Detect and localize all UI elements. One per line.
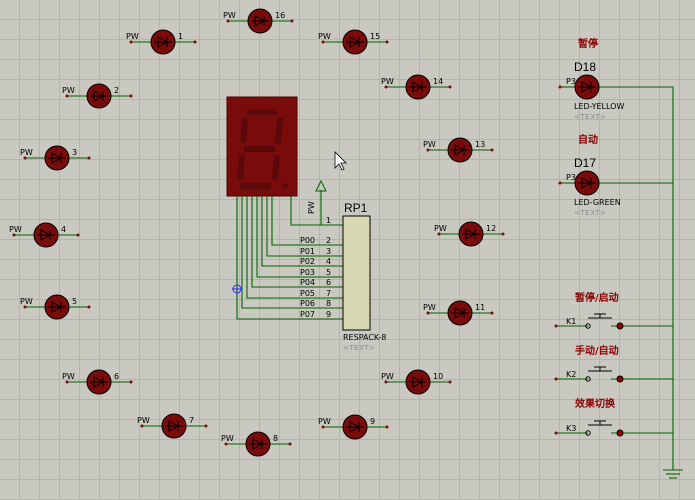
led-number: 1: [178, 32, 183, 41]
led-pw-label: PW: [20, 297, 33, 306]
led-pw-label: PW: [137, 416, 150, 425]
led-number: 13: [475, 140, 485, 149]
led-9[interactable]: PW 9: [318, 414, 389, 440]
net-label: P04: [300, 278, 315, 287]
display-pins: [236, 190, 343, 320]
key-ref: K2: [566, 370, 576, 379]
status-led-title: 暂停: [578, 37, 598, 50]
led-5[interactable]: PW 5: [20, 294, 91, 320]
key-k3[interactable]: 效果切换 K3: [554, 397, 628, 437]
rp1-text: <TEXT>: [343, 344, 375, 352]
rp1-pin-number: 3: [326, 247, 331, 256]
led-12[interactable]: PW 12: [434, 221, 505, 247]
led-13[interactable]: PW 13: [423, 137, 494, 163]
rp1-pin-number: 8: [326, 299, 331, 308]
led-number: 14: [433, 77, 443, 86]
led-11[interactable]: PW 11: [423, 300, 494, 326]
seven-segment-display[interactable]: [226, 96, 298, 197]
led-pw-label: PW: [423, 303, 436, 312]
rp1-pin-number: 5: [326, 268, 331, 277]
led-number: 5: [72, 297, 77, 306]
key-k2[interactable]: 手动/自动 K2: [554, 344, 628, 383]
status-led-pin: P3: [566, 173, 576, 182]
resistor-pack-rp1[interactable]: [342, 215, 371, 331]
led-pw-label: PW: [221, 434, 234, 443]
led-pw-label: PW: [223, 11, 236, 20]
led-pw-label: PW: [423, 140, 436, 149]
rp1-pin-number: 7: [326, 289, 331, 298]
led-number: 9: [370, 417, 375, 426]
led-3[interactable]: PW 3: [20, 145, 91, 171]
rp1-part: RESPACK-8: [343, 333, 386, 342]
led-number: 16: [275, 11, 285, 20]
led-6[interactable]: PW 6: [62, 369, 133, 395]
led-pw-label: PW: [381, 372, 394, 381]
led-pw-label: PW: [20, 148, 33, 157]
led-10[interactable]: PW 10: [381, 369, 452, 395]
led-number: 3: [72, 148, 77, 157]
net-label: P05: [300, 289, 315, 298]
led-4[interactable]: PW 4: [9, 222, 80, 248]
rp1-pin-number: 1: [326, 216, 331, 225]
status-led-text: <TEXT>: [574, 113, 606, 121]
net-label: P07: [300, 310, 315, 319]
led-number: 10: [433, 372, 443, 381]
net-label: P03: [300, 268, 315, 277]
led-number: 8: [273, 434, 278, 443]
led-number: 2: [114, 86, 119, 95]
led-pw-label: PW: [381, 77, 394, 86]
led-pw-label: PW: [62, 372, 75, 381]
led-number: 11: [475, 303, 485, 312]
rp1-pin-number: 9: [326, 310, 331, 319]
key-ref: K3: [566, 424, 576, 433]
net-label: P02: [300, 257, 315, 266]
status-led-text: <TEXT>: [574, 209, 606, 217]
led-number: 4: [61, 225, 66, 234]
led-number: 15: [370, 32, 380, 41]
key-title: 效果切换: [575, 397, 616, 410]
key-ref: K1: [566, 317, 576, 326]
status-led-ref: D18: [574, 60, 596, 74]
rp1-pin-number: 2: [326, 236, 331, 245]
rp1-ref: RP1: [344, 201, 368, 215]
led-pw-label: PW: [318, 417, 331, 426]
led-14[interactable]: PW 14: [381, 74, 452, 100]
right-bus: [598, 86, 683, 479]
led-2[interactable]: PW 2: [62, 83, 133, 109]
status-led-part: LED-GREEN: [574, 198, 621, 207]
status-led-title: 自动: [578, 133, 598, 146]
net-label: P00: [300, 236, 315, 245]
key-title: 暂停/启动: [575, 291, 619, 304]
mouse-cursor-icon: [334, 151, 347, 171]
led-pw-label: PW: [318, 32, 331, 41]
led-1[interactable]: PW 1: [126, 29, 197, 55]
net-label: P01: [300, 247, 315, 256]
led-16[interactable]: PW 16: [223, 8, 294, 34]
led-pw-label: PW: [62, 86, 75, 95]
led-7[interactable]: PW 7: [137, 413, 208, 439]
led-pw-label: PW: [434, 224, 447, 233]
led-pw-label: PW: [126, 32, 139, 41]
status-led-ref: D17: [574, 156, 596, 170]
led-15[interactable]: PW 15: [318, 29, 389, 55]
key-k1[interactable]: 暂停/启动 K1: [554, 291, 628, 330]
rp1-pin-number: 4: [326, 257, 331, 266]
led-number: 6: [114, 372, 119, 381]
rp1-pin-number: 6: [326, 278, 331, 287]
status-led-part: LED-YELLOW: [574, 102, 624, 111]
power-terminal: PW: [307, 179, 327, 214]
led-number: 12: [486, 224, 496, 233]
led-pw-label: PW: [9, 225, 22, 234]
net-label: P06: [300, 299, 315, 308]
power-label: PW: [307, 201, 316, 214]
key-title: 手动/自动: [575, 344, 619, 357]
led-8[interactable]: PW 8: [221, 431, 292, 457]
led-number: 7: [189, 416, 194, 425]
status-led-pin: P3: [566, 77, 576, 86]
